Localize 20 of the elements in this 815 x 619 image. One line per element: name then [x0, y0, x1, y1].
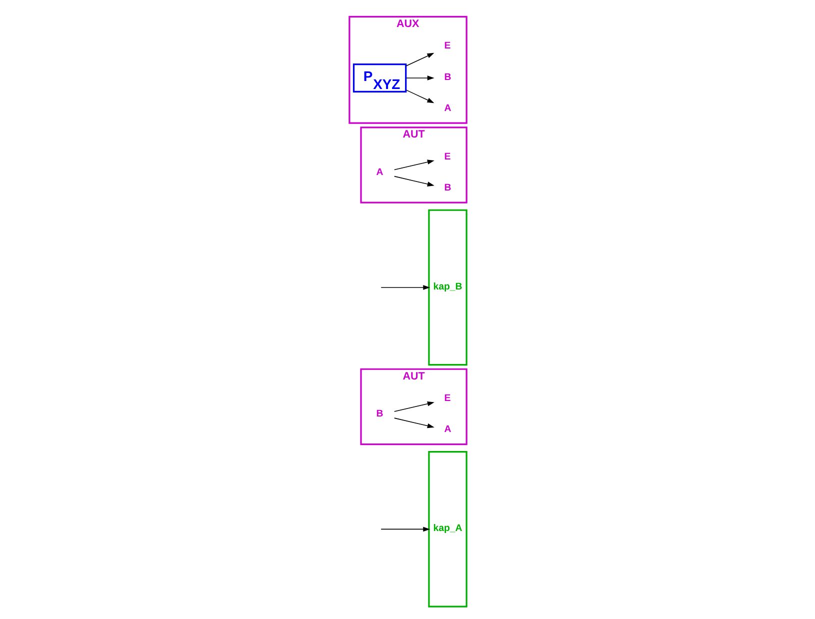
arrow	[393, 418, 434, 428]
arrow	[380, 526, 430, 532]
arrow	[393, 176, 434, 186]
node-text: B	[444, 72, 451, 83]
node-text: A	[444, 424, 451, 436]
node-text: B	[376, 408, 383, 420]
arrow	[393, 401, 434, 412]
node-text: A	[376, 166, 383, 178]
node-box: kap_A	[428, 451, 467, 608]
arrow	[405, 90, 434, 104]
arrow	[405, 76, 434, 80]
arrow	[405, 52, 434, 66]
node-box: kap_B	[428, 209, 467, 366]
node-text: B	[444, 182, 451, 194]
node-text: A	[444, 102, 451, 114]
node-text: E	[444, 393, 450, 404]
arrow	[393, 160, 434, 170]
node-text: E	[444, 151, 450, 162]
node-text: E	[444, 40, 450, 52]
arrow	[380, 285, 430, 290]
